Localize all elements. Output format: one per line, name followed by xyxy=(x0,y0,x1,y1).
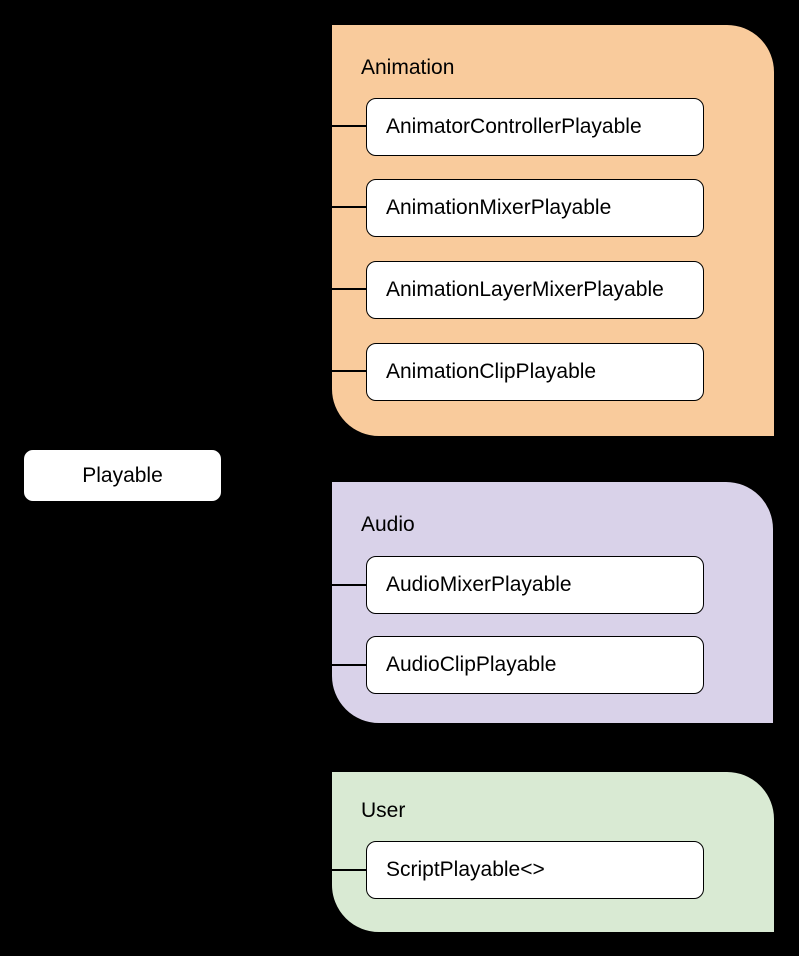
playable-root-node: Playable xyxy=(23,449,222,502)
connector-line xyxy=(331,125,366,127)
connector-line xyxy=(331,206,366,208)
animationlayermixerplayable-label: AnimationLayerMixerPlayable xyxy=(386,278,664,301)
audio-group-label: Audio xyxy=(361,513,415,536)
audioclipplayable-node: AudioClipPlayable xyxy=(366,636,704,694)
connector-line xyxy=(331,288,366,290)
audiomixerplayable-node: AudioMixerPlayable xyxy=(366,556,704,614)
connector-line xyxy=(331,869,366,871)
audiomixerplayable-label: AudioMixerPlayable xyxy=(386,573,572,596)
animationmixerplayable-node: AnimationMixerPlayable xyxy=(366,179,704,237)
connector-line xyxy=(331,370,366,372)
animationmixerplayable-label: AnimationMixerPlayable xyxy=(386,196,612,219)
animatorcontrollerplayable-node: AnimatorControllerPlayable xyxy=(366,98,704,156)
animationclipplayable-node: AnimationClipPlayable xyxy=(366,343,704,401)
animationlayermixerplayable-node: AnimationLayerMixerPlayable xyxy=(366,261,704,319)
animatorcontrollerplayable-label: AnimatorControllerPlayable xyxy=(386,115,642,138)
animationclipplayable-label: AnimationClipPlayable xyxy=(386,360,597,383)
user-group-label: User xyxy=(361,799,406,822)
connector-line xyxy=(331,584,366,586)
scriptplayable-label: ScriptPlayable<> xyxy=(386,858,545,881)
audio-group-panel: Audio AudioMixerPlayable AudioClipPlayab… xyxy=(331,481,774,724)
animation-group-label: Animation xyxy=(361,56,455,79)
user-group-panel: User ScriptPlayable<> xyxy=(331,771,775,933)
scriptplayable-node: ScriptPlayable<> xyxy=(366,841,704,899)
animation-group-panel: Animation AnimatorControllerPlayable Ani… xyxy=(331,24,775,437)
playable-root-label: Playable xyxy=(82,463,163,487)
connector-line xyxy=(331,664,366,666)
audioclipplayable-label: AudioClipPlayable xyxy=(386,653,557,676)
